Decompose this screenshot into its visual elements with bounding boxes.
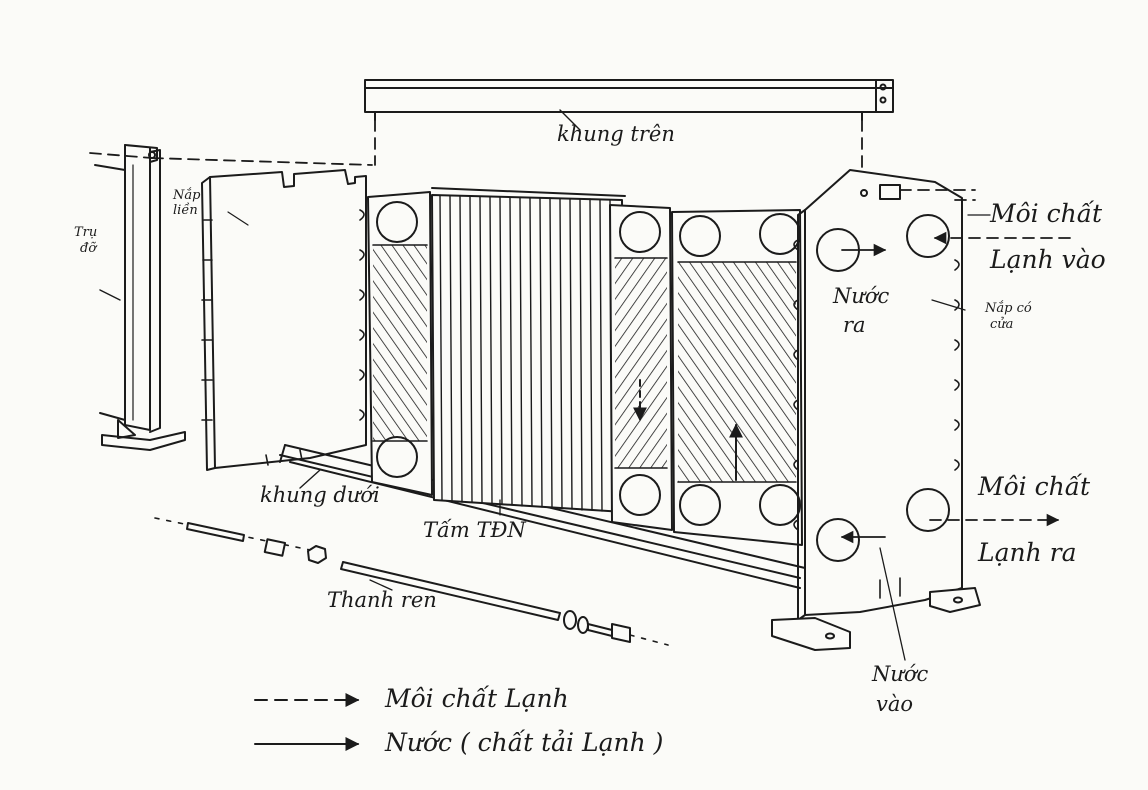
refrigerant-flow-arrows <box>899 189 1071 527</box>
label-fixed-cover-line2: liền <box>173 203 198 218</box>
legend-water-label: Nước ( chất tải Lạnh ) <box>385 728 664 757</box>
label-top-frame: khung trên <box>557 122 675 146</box>
label-fixed-cover-line1: Nắp <box>173 188 201 203</box>
top-frame-beam <box>364 79 894 131</box>
water-flow-arrows <box>840 243 887 544</box>
label-leaders <box>369 214 991 661</box>
label-movable-cover-line1: Nắp có <box>985 301 1032 316</box>
label-water-out-line1: Nước <box>833 284 890 308</box>
label-water-in-line1: Nước <box>872 662 929 686</box>
label-tie-rod: Thanh ren <box>327 588 437 612</box>
fixed-cover-plate <box>201 169 367 471</box>
label-refrigerant-in-line2: Lạnh vào <box>990 245 1106 274</box>
label-bottom-frame: khung dưới <box>260 483 380 507</box>
label-plates: Tấm TĐN <box>423 518 526 542</box>
label-support-post-line2: đỡ <box>80 241 97 256</box>
support-post <box>94 144 186 451</box>
assembly-guides <box>89 119 863 171</box>
label-movable-cover-line2: cửa <box>990 317 1014 332</box>
plate-pack <box>367 187 803 546</box>
label-refrigerant-out-line1: Môi chất <box>978 472 1091 501</box>
label-refrigerant-out-line2: Lạnh ra <box>978 538 1077 567</box>
label-water-in-line2: vào <box>876 692 914 716</box>
movable-cover-plate <box>771 169 981 651</box>
label-refrigerant-in-line1: Môi chất <box>990 199 1103 228</box>
legend-refrigerant-label: Môi chất Lạnh <box>385 684 569 713</box>
label-water-out-line2: ra <box>843 313 866 337</box>
tie-rod-assembly <box>154 517 669 646</box>
label-support-post-line1: Trụ <box>74 225 98 240</box>
